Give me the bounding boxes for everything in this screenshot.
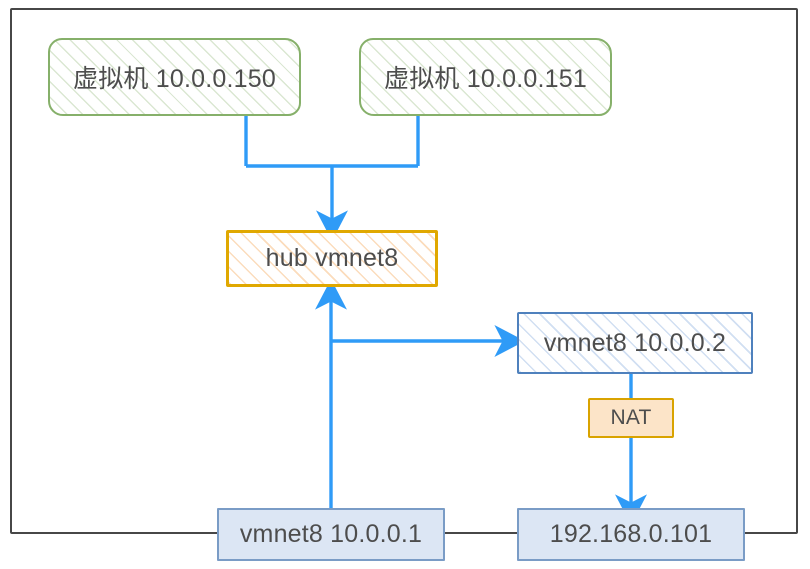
node-192-168-0-101[interactable]: 192.168.0.101 [517, 508, 745, 561]
node-nat[interactable]: NAT [588, 398, 674, 438]
node-hub-vmnet8[interactable]: hub vmnet8 [226, 230, 438, 287]
node-vmnet8-gateway-label: vmnet8 10.0.0.2 [543, 328, 727, 357]
node-vm2-label: 虚拟机 10.0.0.151 [384, 65, 587, 93]
node-vmnet8-10-0-0-1[interactable]: vmnet8 10.0.0.1 [217, 508, 445, 561]
node-vmnet8-host-label: vmnet8 10.0.0.1 [239, 520, 423, 548]
node-hub-label: hub vmnet8 [265, 244, 399, 272]
node-vm-10-0-0-150[interactable]: 虚拟机 10.0.0.150 [48, 38, 301, 116]
node-vm-10-0-0-151[interactable]: 虚拟机 10.0.0.151 [359, 38, 612, 116]
node-vmnet8-10-0-0-2[interactable]: vmnet8 10.0.0.2 [517, 312, 753, 374]
node-nat-label: NAT [610, 406, 652, 429]
node-physical-host-label: 192.168.0.101 [549, 520, 713, 548]
node-vm1-label: 虚拟机 10.0.0.150 [73, 65, 276, 93]
